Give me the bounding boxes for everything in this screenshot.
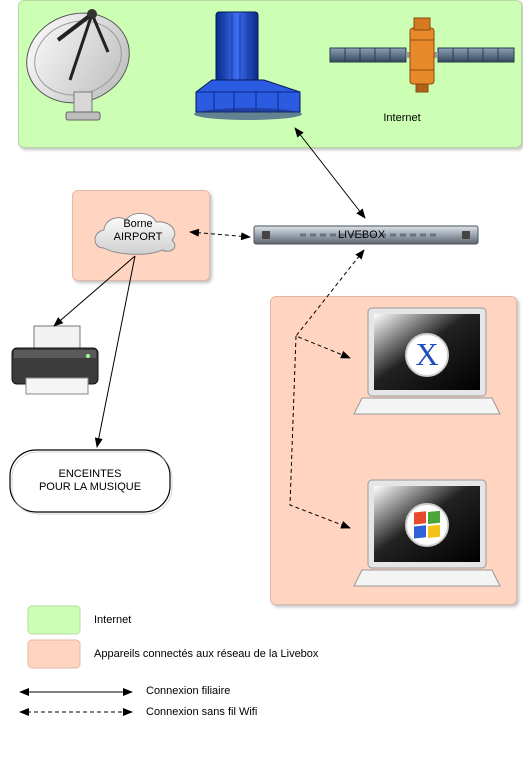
legend-internet-text: Internet	[94, 614, 132, 626]
speakers-label-line1: ENCEINTES	[58, 468, 122, 480]
speakers-node	[9, 449, 173, 515]
satellite-icon	[329, 17, 515, 93]
server-tower-icon	[194, 11, 302, 120]
airport-cloud-icon	[94, 213, 176, 255]
satellite-dish-icon	[26, 9, 130, 121]
speakers-label-line2: POUR LA MUSIQUE	[38, 481, 142, 493]
legend-network-swatch	[27, 639, 81, 669]
legend-network-text: Appareils connectés aux réseau de la Liv…	[94, 648, 319, 660]
internet-label: Internet	[383, 112, 421, 124]
legend-wifi-text: Connexion sans fil Wifi	[146, 706, 258, 718]
wired-link-internet-livebox	[294, 127, 366, 219]
legend-wired-text: Connexion filiaire	[146, 685, 231, 697]
airport-label-line1: Borne	[123, 218, 153, 230]
mac-laptop-icon	[353, 307, 501, 415]
livebox-label: LIVEBOX	[338, 229, 386, 241]
legend-internet-swatch	[27, 605, 81, 635]
livebox-rack-icon	[253, 225, 479, 245]
wifi-link-livebox-mac	[295, 249, 365, 359]
mac-x-logo: X	[415, 336, 439, 372]
airport-label: Borne AIRPORT	[98, 218, 178, 244]
wifi-link-airport-livebox	[189, 228, 251, 241]
wired-link-airport-printer	[53, 255, 136, 327]
speakers-label: ENCEINTES POUR LA MUSIQUE	[10, 468, 170, 494]
wifi-link-livebox-windows	[289, 335, 351, 529]
windows-laptop-icon	[353, 479, 501, 587]
airport-label-line2: AIRPORT	[113, 231, 163, 243]
windows-flag-icon	[414, 510, 440, 539]
wired-link-airport-speakers	[94, 255, 136, 448]
printer-icon	[11, 325, 99, 395]
